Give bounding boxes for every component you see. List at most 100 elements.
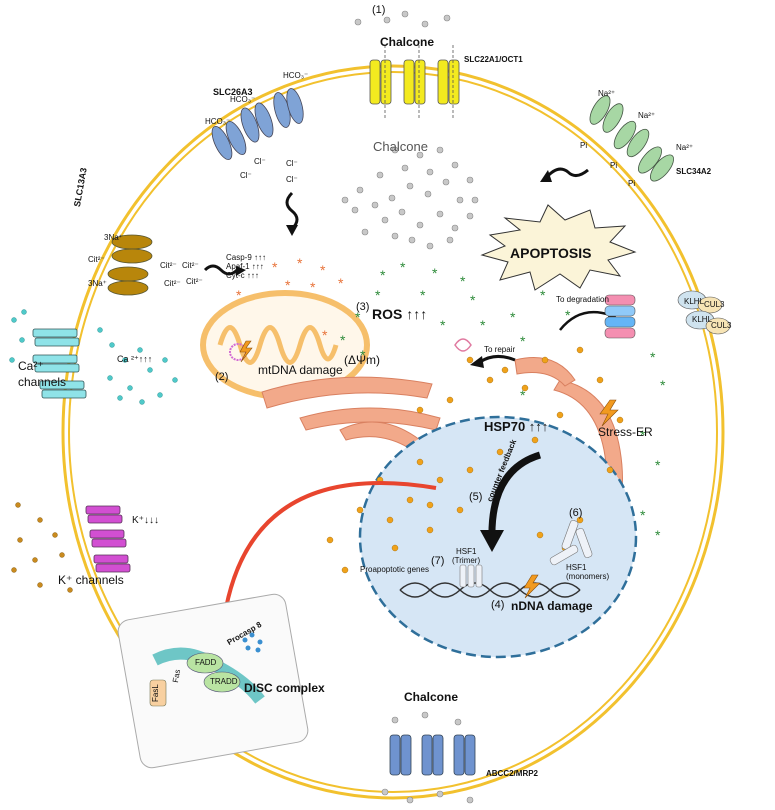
svg-text:*: * (355, 309, 361, 325)
disc-complex-box (117, 593, 309, 769)
slc22a1-oct1-transporters (369, 45, 460, 120)
slc26a3-label: SLC26A3 (213, 87, 253, 97)
svg-text:*: * (655, 527, 661, 543)
cytc-label: Cyt-c ↑↑↑ (226, 271, 259, 280)
stress-er-label: Stress-ER (598, 425, 653, 439)
dna-helix (399, 582, 581, 598)
pi-label-3: Pi (628, 179, 636, 188)
ros-label: ROS ↑↑↑ (372, 306, 428, 322)
chalcone-molecules-top (341, 10, 479, 250)
svg-text:*: * (520, 333, 526, 349)
cl-label-2: Cl⁻ (254, 157, 266, 166)
cul3-label-1: CUL3 (704, 300, 725, 309)
proteasome (604, 294, 636, 339)
na-label-1: Na²⁺ (598, 89, 616, 98)
step-5-label: (5) (469, 491, 483, 503)
svg-text:*: * (432, 265, 438, 281)
hsf1-monomer-label-1: HSF1 (566, 563, 587, 572)
klhl-cul3-complex (677, 290, 731, 335)
fasl-label: FasL (151, 684, 160, 702)
svg-text:*: * (520, 387, 526, 403)
svg-text:*: * (380, 267, 386, 283)
disc-complex-label: DISC complex (244, 681, 325, 695)
lightning-icons (239, 340, 619, 599)
tradd-label: TRADD (210, 677, 238, 686)
hsf1-trimer-label-2: (Trimer) (452, 556, 481, 565)
svg-text:*: * (565, 307, 571, 323)
ca-up-label: Ca ²⁺↑↑↑ (117, 354, 153, 364)
na-label-2: Na²⁺ (638, 111, 656, 120)
ca-channels (32, 328, 87, 399)
svg-text:*: * (338, 275, 344, 291)
svg-text:*: * (310, 279, 316, 295)
ca-ions (9, 309, 178, 405)
misfolded-protein (454, 338, 472, 352)
svg-text:*: * (480, 317, 486, 333)
svg-text:*: * (640, 427, 646, 443)
ca-channels-label-2: channels (18, 375, 67, 389)
k-ions (11, 502, 73, 593)
svg-text:*: * (640, 507, 646, 523)
svg-text:*: * (297, 255, 303, 271)
step-3-label: (3) (356, 301, 370, 313)
chalcone-molecules-bottom (381, 711, 474, 804)
delta-psi-label: (ΔΨm) (344, 353, 381, 367)
cit-label-4: Cit²⁻ (164, 279, 181, 288)
cit-label-5: Cit²⁻ (186, 277, 203, 286)
cl-label-1: Cl⁻ (286, 159, 298, 168)
step-6-label: (6) (569, 507, 583, 519)
hco3-label-1: HCO₃⁻ (283, 71, 309, 80)
svg-text:*: * (460, 273, 466, 289)
svg-text:*: * (420, 287, 426, 303)
counter-feedback-arrow (480, 451, 542, 552)
pi-label-1: Pi (580, 141, 588, 150)
chalcone-cloud-label: Chalcone (373, 139, 428, 154)
ca-channels-label-1: Ca²⁺ (18, 359, 44, 373)
hco3-label-2: HCO₃⁻ (230, 95, 256, 104)
hsf1-monomer-label-2: (monomers) (566, 572, 610, 581)
step-2-label: (2) (215, 371, 229, 383)
svg-text:*: * (655, 457, 661, 473)
apoptosis-burst (480, 204, 637, 291)
abcc2-label: ABCC2/MRP2 (486, 769, 539, 778)
slc13a3-transporters (107, 234, 153, 296)
proapoptotic-genes-label: Proapoptotic genes (360, 565, 429, 574)
cl-label-3: Cl⁻ (240, 171, 252, 180)
hsf1-trimer-label-1: HSF1 (456, 547, 477, 556)
ros-stars: **** **** **** **** **** **** (340, 259, 666, 543)
step-1-label: (1) (372, 4, 386, 16)
svg-text:*: * (360, 347, 366, 363)
svg-text:*: * (236, 287, 242, 303)
k-channels-label: K⁺ channels (58, 573, 124, 587)
na3-label-2: 3Na⁺ (88, 279, 107, 288)
hsf1-monomers (549, 520, 593, 566)
casp9-label: Casp-9 ↑↑↑ (226, 253, 267, 262)
slc34a2-label: SLC34A2 (676, 167, 712, 176)
svg-text:*: * (440, 317, 446, 333)
mtdna-damage-label: mtDNA damage (258, 363, 343, 377)
mitochondrion (200, 290, 370, 400)
slc34a2-transporters (589, 95, 674, 182)
to-degradation-label: To degradation (556, 295, 609, 304)
arrowheads (236, 170, 552, 276)
to-repair-arrow (470, 355, 516, 368)
svg-text:*: * (470, 292, 476, 308)
pi-label-2: Pi (610, 161, 618, 170)
ndna-damage-label: nDNA damage (511, 599, 593, 613)
klhl-label-2: KLHL (692, 315, 713, 324)
abcc2-mrp2-transporters (389, 734, 476, 776)
k-channels (85, 505, 131, 573)
svg-text:*: * (375, 287, 381, 303)
hsf1-trimer (459, 564, 483, 588)
svg-text:*: * (400, 259, 406, 275)
svg-text:*: * (650, 349, 656, 365)
cit-label-3: Cit²⁻ (182, 261, 199, 270)
orange-stars: **** **** (236, 255, 344, 343)
to-repair-label: To repair (484, 345, 516, 354)
apoptosis-label: APOPTOSIS (510, 245, 592, 261)
hsp70-label: HSP70 ↑↑↑ (484, 419, 549, 434)
cul3-label-2: CUL3 (711, 321, 732, 330)
cit-label-2: Cit²⁻ (160, 261, 177, 270)
slc22a1-label: SLC22A1/OCT1 (464, 55, 523, 64)
